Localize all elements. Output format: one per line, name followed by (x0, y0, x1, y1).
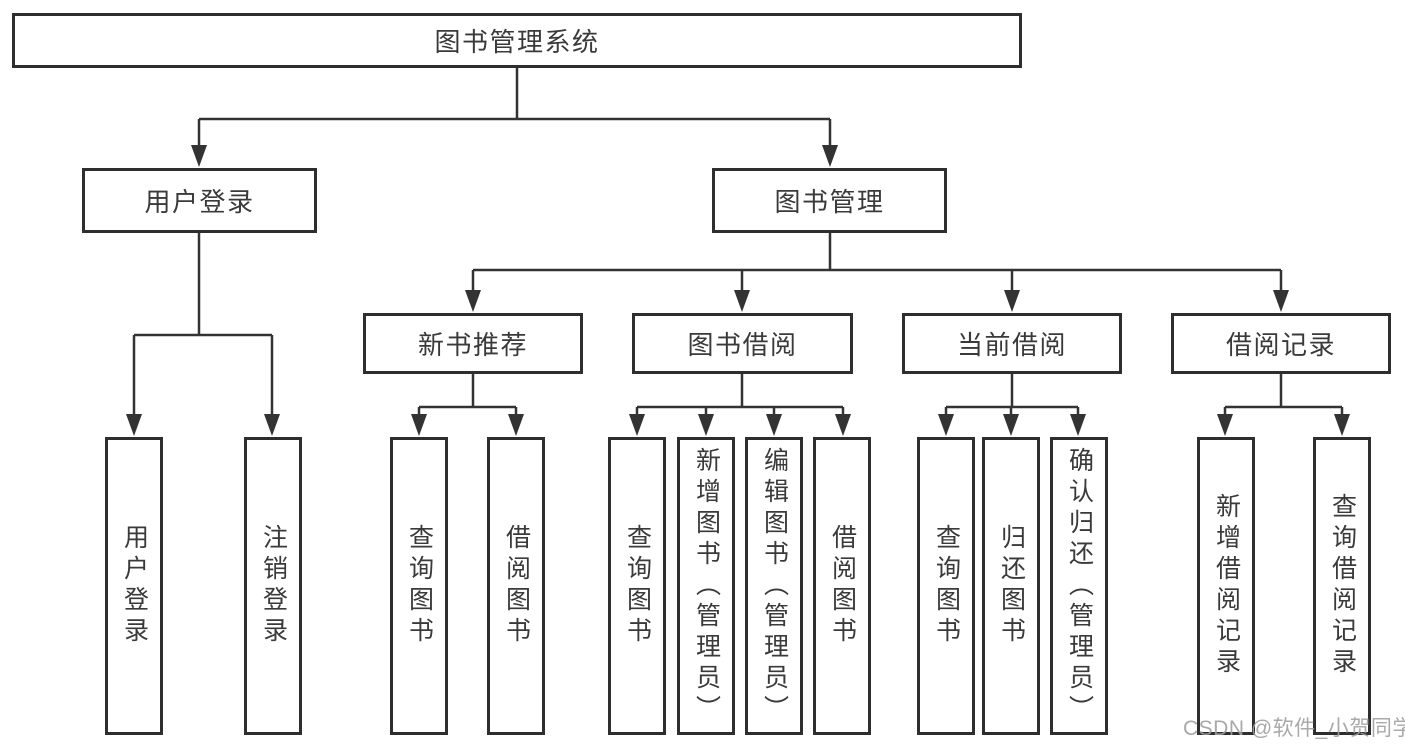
node-library-system: 图书管理系统 (12, 13, 1022, 68)
leaf-logout: 注销登录 (244, 437, 302, 735)
node-label: 新增图书（管理员） (692, 446, 721, 726)
node-label: 归还图书 (997, 524, 1026, 648)
node-label: 图书管理系统 (434, 27, 600, 57)
leaf-query-books-borrowing: 查询图书 (608, 437, 666, 735)
leaf-user-login: 用户登录 (105, 437, 163, 735)
node-label: 借阅图书 (828, 524, 857, 648)
leaf-confirm-return-admin: 确认归还（管理员） (1050, 437, 1108, 735)
node-book-borrowing: 图书借阅 (632, 313, 853, 374)
arrowhead-icon (126, 145, 1350, 436)
node-label: 图书管理 (774, 187, 885, 217)
leaf-edit-books-admin: 编辑图书（管理员） (745, 437, 803, 735)
node-label: 查询图书 (623, 524, 652, 648)
node-label: 借阅记录 (1225, 330, 1336, 360)
csdn-watermark: CSDN @软件_小贺同学 (1183, 717, 1405, 740)
node-label: 借阅图书 (502, 524, 531, 648)
leaf-query-borrow-record: 查询借阅记录 (1313, 437, 1371, 735)
node-user-login: 用户登录 (82, 168, 317, 233)
node-label: 编辑图书（管理员） (760, 446, 789, 726)
node-borrowing-records: 借阅记录 (1171, 313, 1391, 374)
node-current-borrowing: 当前借阅 (902, 313, 1122, 374)
node-label: 新书推荐 (417, 330, 528, 360)
leaf-borrow-books-recommend: 借阅图书 (487, 437, 545, 735)
node-label: 新增借阅记录 (1212, 493, 1241, 679)
node-label: 用户登录 (120, 524, 149, 648)
node-label: 查询图书 (405, 524, 434, 648)
node-book-management: 图书管理 (712, 168, 947, 233)
leaf-query-books-recommend: 查询图书 (390, 437, 448, 735)
leaf-borrow-books-borrowing: 借阅图书 (813, 437, 871, 735)
leaf-query-books-current: 查询图书 (917, 437, 975, 735)
node-label: 查询借阅记录 (1328, 493, 1357, 679)
node-label: 用户登录 (144, 187, 255, 217)
node-label: 注销登录 (259, 524, 288, 648)
leaf-add-books-admin: 新增图书（管理员） (677, 437, 735, 735)
node-new-book-recommendation: 新书推荐 (363, 313, 583, 374)
node-label: 查询图书 (932, 524, 961, 648)
connector-path (132, 68, 1344, 418)
node-label: 图书借阅 (687, 330, 798, 360)
leaf-return-books: 归还图书 (982, 437, 1040, 735)
node-label: 当前借阅 (956, 330, 1067, 360)
node-label: 确认归还（管理员） (1065, 446, 1094, 726)
leaf-add-borrow-record: 新增借阅记录 (1197, 437, 1255, 735)
